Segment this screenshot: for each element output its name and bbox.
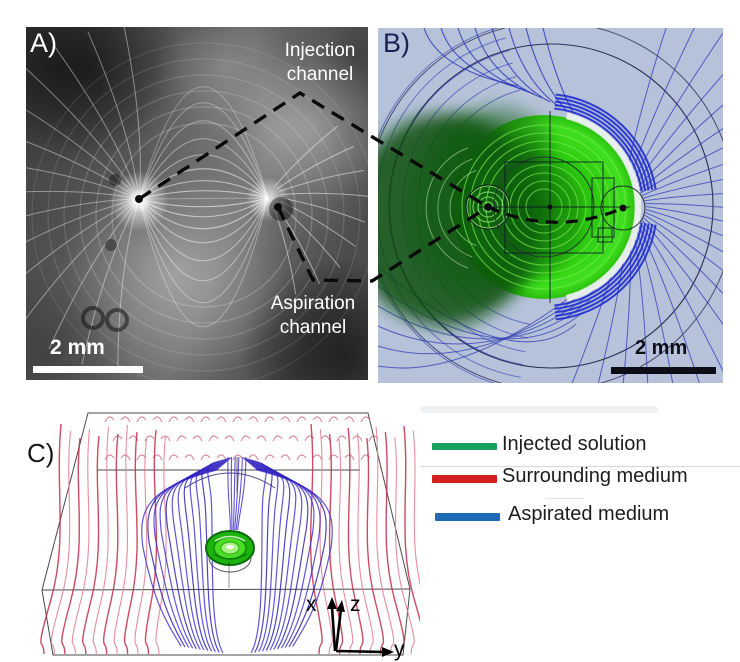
panel-b-streamlines-drawing xyxy=(378,28,723,383)
panel-b-simulation-topview xyxy=(378,28,723,383)
aspiration-channel-annotation: Aspiration channel xyxy=(270,293,356,338)
panel-b-scalebar-text: 2 mm xyxy=(635,337,688,359)
legend-swatch-injected xyxy=(432,443,497,450)
panel-a-scalebar xyxy=(33,366,143,373)
legend-divider xyxy=(420,466,740,467)
legend-swatch-surrounding xyxy=(432,475,497,483)
legend-label-aspirated: Aspirated medium xyxy=(508,503,670,525)
legend-swatch-aspirated xyxy=(435,513,500,521)
panel-a-label: A) xyxy=(30,28,57,58)
legend-label-injected: Injected solution xyxy=(502,433,647,455)
legend-label-surrounding: Surrounding medium xyxy=(502,465,688,487)
axis-y-label: y xyxy=(394,638,405,661)
legend-divider-small xyxy=(546,498,584,499)
axis-x-label: x xyxy=(306,593,317,616)
panel-b-scalebar xyxy=(611,367,716,374)
panel-a-scalebar-text: 2 mm xyxy=(50,336,105,359)
legend-divider-faint xyxy=(420,406,658,413)
panel-c-label: C) xyxy=(27,438,55,468)
panel-c-simulation-3d xyxy=(25,400,420,662)
injection-channel-annotation: Injection channel xyxy=(284,40,356,85)
panel-c-streamlines-drawing xyxy=(40,412,420,657)
axis-z-label: z xyxy=(350,593,361,616)
panel-b-label: B) xyxy=(383,28,410,58)
